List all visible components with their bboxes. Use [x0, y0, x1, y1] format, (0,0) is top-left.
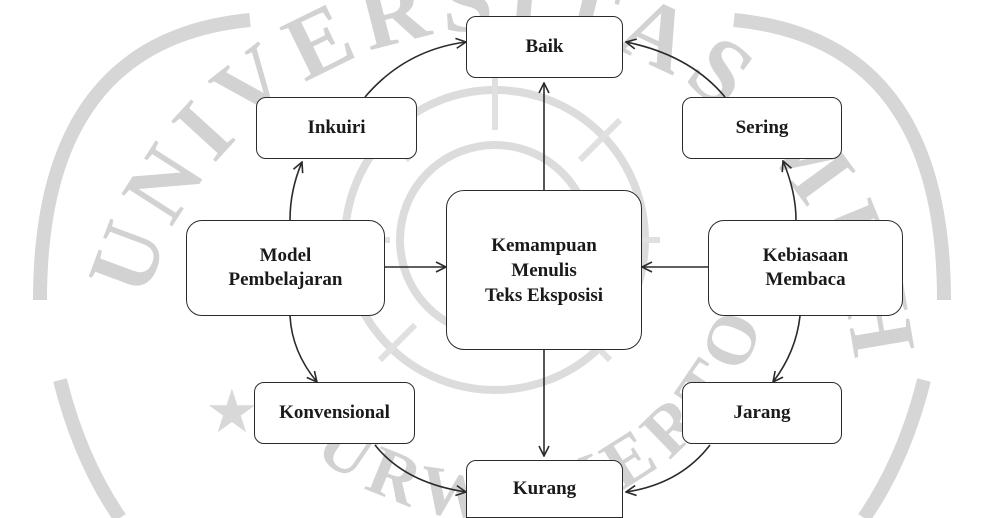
- node-konvensional: Konvensional: [254, 382, 415, 444]
- node-inkuiri: Inkuiri: [256, 97, 417, 159]
- node-sering: Sering: [682, 97, 842, 159]
- node-kurang: Kurang: [466, 460, 623, 518]
- node-kebiasaan-label-2: Membaca: [765, 269, 846, 290]
- node-baik: Baik: [466, 16, 623, 78]
- node-model-label-1: Model: [259, 245, 312, 266]
- arrow-model-to-inkuiri: [289, 162, 302, 221]
- arrow-model-to-konvensional: [289, 315, 317, 382]
- node-center-label-1: Kemampuan: [491, 234, 597, 256]
- node-kurang-label: Kurang: [512, 478, 577, 499]
- node-kebiasaan-membaca: Kebiasaan Membaca: [708, 220, 903, 316]
- node-sering-label: Sering: [735, 117, 789, 138]
- node-kebiasaan-label-1: Kebiasaan: [762, 245, 849, 266]
- node-model-label-2: Pembelajaran: [228, 269, 343, 290]
- node-kemampuan-menulis: Kemampuan Menulis Teks Eksposisi: [446, 190, 642, 350]
- arrow-sering-to-baik: [626, 42, 726, 98]
- node-konvensional-label: Konvensional: [279, 402, 390, 423]
- node-inkuiri-label: Inkuiri: [307, 117, 366, 138]
- arrow-jarang-to-kurang: [626, 444, 711, 492]
- arrow-konvensional-to-kurang: [374, 444, 466, 492]
- arrow-inkuiri-to-baik: [364, 42, 466, 98]
- node-center-label-3: Teks Eksposisi: [484, 284, 604, 306]
- node-baik-label: Baik: [525, 36, 564, 57]
- node-jarang: Jarang: [682, 382, 842, 444]
- node-center-label-2: Menulis: [511, 259, 577, 281]
- node-model-pembelajaran: Model Pembelajaran: [186, 220, 385, 316]
- arrow-kebiasaan-to-jarang: [773, 315, 801, 382]
- arrow-kebiasaan-to-sering: [783, 161, 797, 221]
- node-jarang-label: Jarang: [733, 402, 791, 423]
